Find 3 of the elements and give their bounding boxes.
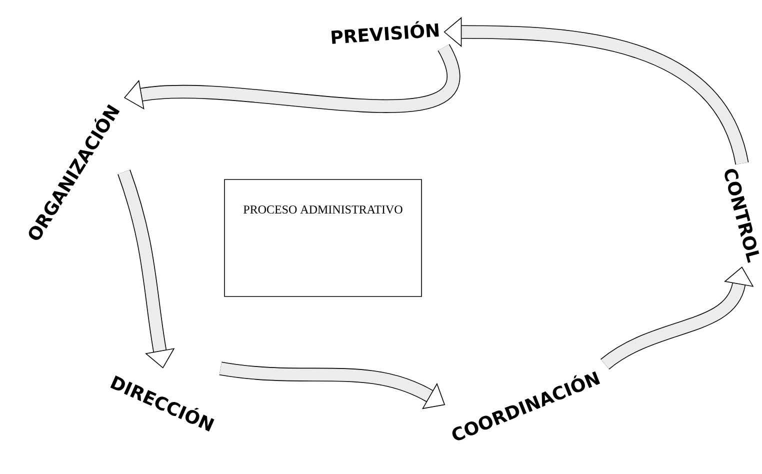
curved-arrow <box>118 170 175 368</box>
process-box: PROCESO ADMINISTRATIVO <box>224 179 422 297</box>
stage-word: PREVISIÓN <box>331 21 439 44</box>
